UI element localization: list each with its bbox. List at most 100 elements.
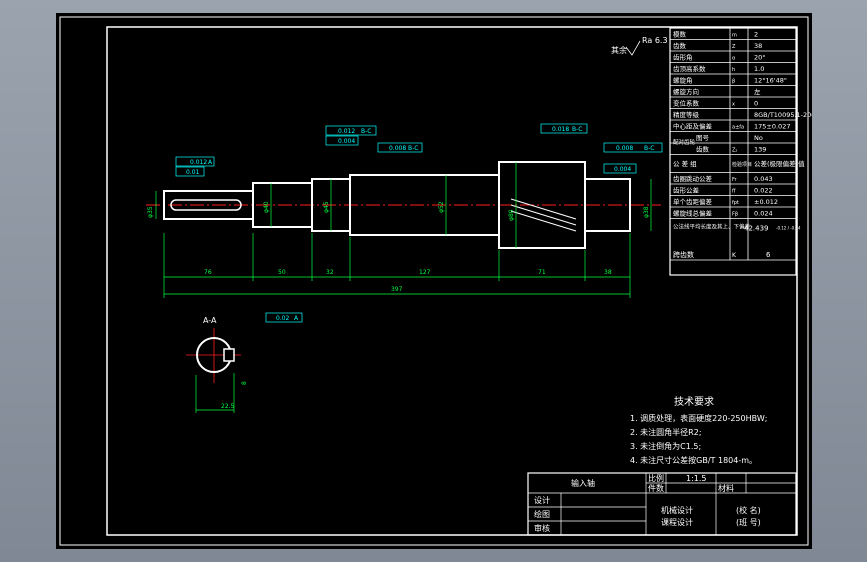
cad-drawing-canvas[interactable]: φ35 φ40 φ45 φ52 φ80 φ38 76 50 32 127 71 … — [56, 13, 820, 549]
part-name: 输入轴 — [571, 478, 595, 488]
length-dim: 32 — [326, 269, 334, 276]
table-row-label: 齿圈跳动公差 — [673, 174, 713, 183]
surface-note: 其余 — [611, 45, 627, 55]
svg-text:0.008: 0.008 — [616, 145, 633, 152]
length-dim: 38 — [604, 269, 612, 276]
roughness-icon — [625, 40, 641, 56]
helix-line — [510, 198, 577, 220]
table-row-label: 齿顶高系数 — [673, 64, 706, 73]
table-span-label: 公法线平均长度及其上、下偏差 — [673, 223, 751, 231]
qty-label: 件数 — [648, 483, 664, 493]
table-row-label: 公 差 组 — [673, 159, 697, 168]
table-row-symbol: α — [732, 55, 736, 61]
table-row-label: 图号 — [696, 134, 710, 142]
svg-text:B-C: B-C — [644, 145, 654, 152]
svg-text:0.018: 0.018 — [552, 126, 569, 133]
table-row-label: 螺旋角 — [673, 75, 693, 84]
check-label: 审核 — [534, 523, 550, 533]
table-row-value: 0.022 — [754, 186, 773, 194]
table-row-value: 0.024 — [754, 209, 773, 217]
table-mate-label: 配对齿轮 — [673, 138, 696, 146]
class-label: (班 号) — [736, 517, 761, 527]
table-row-symbol: ff — [732, 188, 736, 194]
tolerance-frame-5: 0.008 B-C 0.004 — [603, 142, 663, 174]
table-row-value: 公差(极限偏差)值 — [754, 159, 805, 168]
tech-title: 技术要求 — [674, 395, 714, 408]
length-dim: 71 — [538, 269, 546, 276]
table-row-value: 38 — [754, 42, 762, 50]
dia-label: φ40 — [263, 201, 270, 213]
section-depth-dim: 22.5 — [221, 403, 235, 410]
shaft-view[interactable]: φ35 φ40 φ45 φ52 φ80 φ38 76 50 32 127 71 … — [146, 161, 661, 298]
section-tolerance-frame — [265, 312, 303, 323]
tolerance-frame-4: 0.018 B-C — [540, 123, 588, 134]
tech-requirements: 技术要求 1. 调质处理，表面硬度220-250HBW; 2. 未注圆角半径R2… — [630, 395, 767, 465]
table-row-label: 中心距及偏差 — [673, 121, 713, 130]
svg-text:0.008: 0.008 — [389, 145, 406, 152]
table-row-symbol: Fr — [732, 177, 738, 183]
section-view[interactable]: A-A 0.02 A 22.5 8 — [186, 312, 303, 413]
weight-label: 材料 — [718, 483, 734, 493]
school-label: (校 名) — [736, 505, 761, 515]
length-dim: 127 — [419, 269, 431, 276]
table-row-symbol: Z₂ — [732, 147, 737, 153]
tolerance-frame-1: 0.012 A 0.01 — [175, 156, 215, 177]
drawing-border — [106, 26, 798, 536]
table-span-count-symbol: K — [732, 252, 737, 259]
table-row-label: 螺旋方向 — [673, 87, 699, 96]
ratio-label: 比例 — [648, 473, 664, 483]
table-span-deviation: -0.12 / -0.14 — [776, 226, 801, 231]
section-keyway — [223, 348, 235, 362]
table-row-value: 12°16'48" — [754, 76, 787, 84]
dia-label: φ45 — [323, 201, 330, 213]
tech-item-4: 4. 未注尺寸公差按GB/T 1804-m。 — [630, 455, 757, 465]
table-span-count-value: 6 — [766, 251, 771, 259]
table-row-value: 1.0 — [754, 65, 764, 73]
svg-text:B-C: B-C — [408, 145, 418, 152]
table-row-label: 齿数 — [673, 41, 687, 50]
dia-label: φ52 — [438, 201, 445, 213]
table-row-value: 0 — [754, 99, 758, 107]
svg-text:B-C: B-C — [572, 126, 582, 133]
tolerance-frame-3: 0.008 B-C — [377, 142, 423, 153]
svg-text:0.004: 0.004 — [338, 138, 355, 145]
table-row-value: 左 — [754, 87, 761, 96]
table-row-value: 8GB/T10095.1-2001 — [754, 111, 812, 119]
drawing-svg: φ35 φ40 φ45 φ52 φ80 φ38 76 50 32 127 71 … — [59, 16, 820, 546]
dia-label: φ80 — [508, 209, 515, 221]
table-row-symbol: Fβ — [732, 211, 738, 217]
svg-text:0.02: 0.02 — [276, 315, 290, 322]
table-row-label: 精度等级 — [673, 110, 700, 119]
length-dim: 50 — [278, 269, 286, 276]
ratio-value: 1:1.5 — [686, 474, 707, 483]
table-row-symbol: fpt — [732, 200, 739, 206]
table-row-value: 0.043 — [754, 175, 773, 183]
roughness-label: Ra 6.3 — [642, 36, 668, 45]
table-span-count-label: 跨齿数 — [673, 250, 694, 259]
table-row-label: 齿数 — [696, 144, 710, 153]
table-row-symbol: h — [732, 67, 735, 73]
helix-line — [510, 204, 577, 226]
section-label: A-A — [203, 316, 217, 325]
table-row-symbol: a±fa — [732, 124, 744, 130]
table-row-value: 175±0.027 — [754, 122, 790, 130]
table-row-value: 2 — [754, 30, 758, 38]
svg-text:0.012: 0.012 — [338, 128, 355, 135]
design-label: 设计 — [534, 495, 550, 505]
total-length-dim: 397 — [391, 286, 403, 293]
table-row-value: ±0.012 — [754, 198, 778, 206]
table-row-symbol: 检验项目 — [732, 161, 752, 168]
svg-text:A: A — [208, 159, 213, 166]
svg-text:0.012: 0.012 — [190, 159, 207, 166]
tech-item-1: 1. 调质处理，表面硬度220-250HBW; — [630, 413, 767, 423]
table-row-value: 20° — [754, 53, 766, 61]
table-row-label: 单个齿距偏差 — [673, 197, 713, 206]
tech-item-3: 3. 未注倒角为C1.5; — [630, 441, 701, 451]
course-label-2: 课程设计 — [661, 517, 693, 527]
keyway — [170, 199, 242, 211]
tech-item-2: 2. 未注圆角半径R2; — [630, 427, 702, 437]
dia-label: φ35 — [147, 206, 154, 218]
table-row-value: 139 — [754, 145, 766, 153]
section-width-dim: 8 — [241, 381, 248, 385]
